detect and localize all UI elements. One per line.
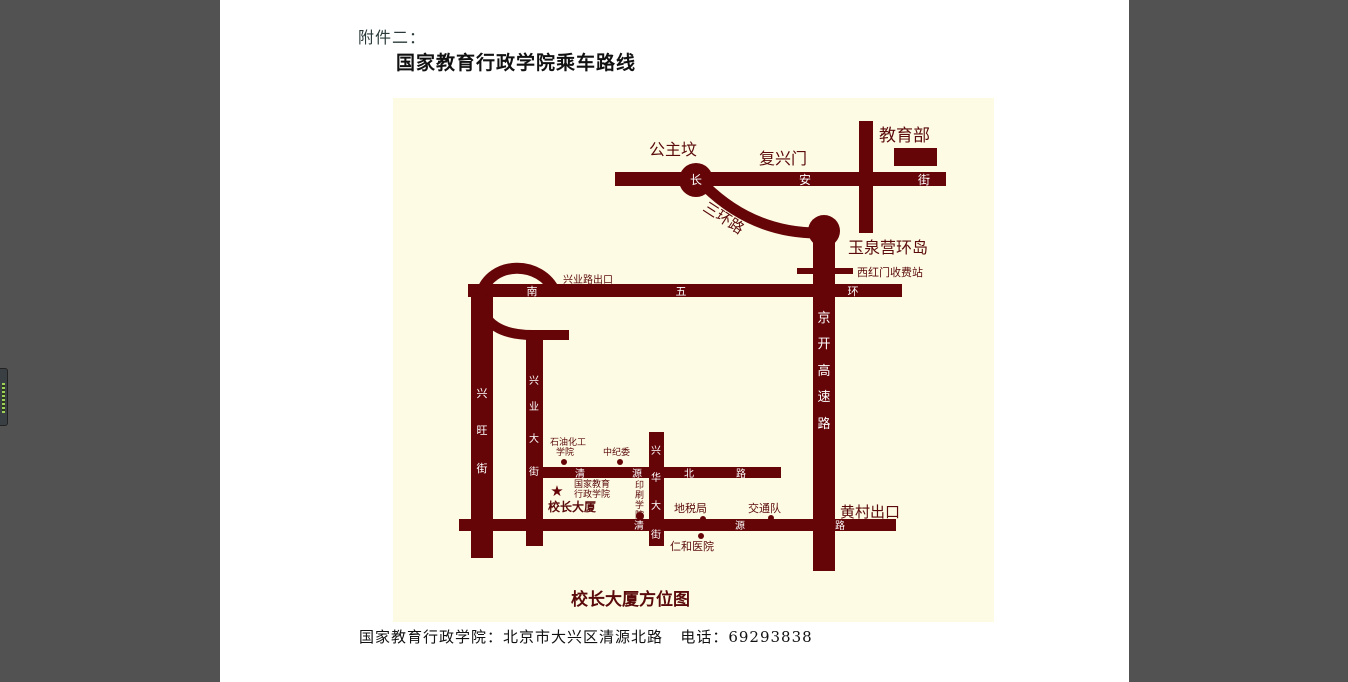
label-xingye-exit: 兴业路出口 [563, 273, 613, 286]
xinghua-char-1: 兴 [651, 445, 661, 457]
dot-tax-bureau [700, 516, 706, 522]
petro-college-line-2: 学院 [556, 446, 574, 458]
road-xingye [526, 330, 543, 546]
changan-char-2: 安 [799, 172, 811, 187]
dot-renhe-hospital [698, 533, 704, 539]
print-college-char-3: 学 [635, 499, 644, 511]
changan-char-1: 长 [690, 173, 702, 187]
xingwang-char-1: 兴 [477, 387, 488, 400]
qingyuan-north-char-4: 路 [736, 467, 746, 480]
qingyuan-char-1: 清 [634, 519, 644, 532]
label-gongzhufen: 公主坟 [649, 140, 697, 159]
road-xingwang [471, 290, 493, 558]
footer-phone: 电话：69293838 [680, 628, 813, 646]
sidebar-toggle-handle[interactable] [0, 368, 8, 426]
xingye-exit-loop [475, 262, 561, 297]
road-south-fifth-ring [468, 284, 902, 297]
xinghua-char-4: 街 [651, 528, 661, 541]
print-college-char-2: 刷 [635, 490, 644, 501]
xingye-char-2: 业 [529, 401, 539, 413]
label-academy: 国家教育 行政学院 [574, 478, 613, 500]
route-map: 长 安 街 南 五 环 京 开 高 速 路 兴 旺 街 兴 业 大 街 兴 华 … [393, 98, 994, 622]
xinghua-char-3: 大 [651, 499, 661, 512]
road-network [459, 121, 946, 571]
fifth-ring-char-3: 环 [848, 285, 859, 298]
label-traffic-team: 交通队 [748, 501, 781, 515]
dot-petro-college [561, 459, 567, 465]
xingwang-char-2: 旺 [477, 424, 488, 437]
label-tax-bureau: 地税局 [674, 501, 707, 515]
document-page: 附件二： 国家教育行政学院乘车路线 [220, 0, 1129, 682]
dot-print-college [636, 512, 644, 520]
qingyuan-north-char-2: 源 [632, 467, 642, 480]
label-fuxingmen: 复兴门 [759, 149, 807, 168]
document-title: 国家教育行政学院乘车路线 [396, 52, 637, 74]
xingye-exit-lower-loop [475, 293, 569, 340]
qingyuan-north-char-3: 北 [684, 468, 694, 480]
dot-traffic-team [768, 515, 774, 521]
jingkai-char-4: 速 [817, 390, 830, 405]
xihongmen-toll-bar [797, 268, 853, 274]
label-renhe-hospital: 仁和医院 [670, 539, 714, 553]
jingkai-char-2: 开 [817, 337, 830, 352]
label-xihongmen-toll: 西红门收费站 [857, 265, 923, 279]
footer-line: 国家教育行政学院：北京市大兴区清源北路 电话：69293838 [359, 626, 813, 647]
xingye-char-3: 大 [529, 432, 539, 445]
map-caption: 校长大厦方位图 [571, 589, 690, 610]
academy-line-2: 行政学院 [574, 488, 610, 500]
qingyuan-north-char-1: 清 [575, 467, 585, 480]
road-ministry-vertical [859, 121, 873, 233]
road-jingkai [813, 231, 835, 571]
changan-char-3: 街 [918, 173, 930, 187]
print-college-char-1: 印 [635, 479, 644, 491]
label-yuquanying: 玉泉营环岛 [848, 238, 928, 257]
xingye-char-1: 兴 [529, 375, 539, 387]
xingwang-char-3: 街 [477, 461, 488, 475]
ministry-building [894, 148, 937, 166]
fifth-ring-char-2: 五 [676, 285, 687, 298]
road-qingyuan [459, 519, 896, 531]
label-discipline-committee: 中纪委 [603, 446, 630, 458]
label-principal-building: 校长大厦 [548, 499, 597, 514]
jingkai-char-5: 路 [817, 416, 830, 432]
dot-discipline-committee [617, 459, 623, 465]
label-ministry: 教育部 [879, 126, 930, 146]
jingkai-char-1: 京 [817, 311, 830, 326]
qingyuan-char-3: 路 [835, 519, 845, 532]
jingkai-char-3: 高 [817, 363, 830, 379]
attachment-label: 附件二： [358, 28, 427, 47]
road-changan [615, 172, 946, 186]
label-petro-college: 石油化工 学院 [550, 436, 589, 458]
xinghua-char-2: 华 [651, 471, 661, 484]
academy-line-1: 国家教育 [574, 478, 610, 490]
road-xinghua [649, 432, 664, 546]
petro-college-line-1: 石油化工 [550, 436, 586, 448]
star-academy: ★ [550, 482, 563, 500]
qingyuan-char-2: 源 [735, 519, 745, 532]
label-huangcun-exit: 黄村出口 [840, 503, 900, 521]
footer-address: 国家教育行政学院：北京市大兴区清源北路 [359, 628, 664, 646]
xingye-char-4: 街 [529, 465, 539, 478]
road-curves [475, 182, 819, 340]
fifth-ring-char-1: 南 [527, 285, 538, 298]
road-third-ring-curve [701, 182, 819, 239]
